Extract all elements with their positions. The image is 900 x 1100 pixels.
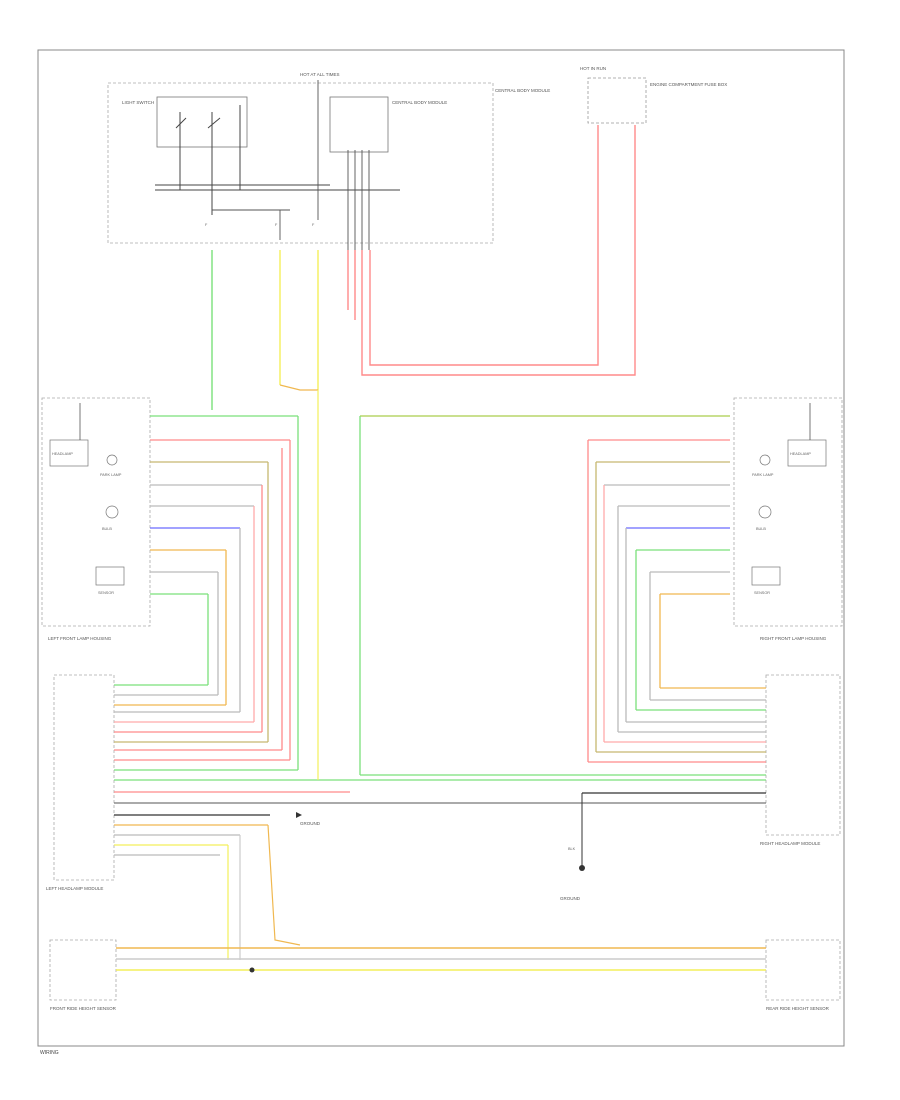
- label-left-front-housing: LEFT FRONT LAMP HOUSING: [48, 636, 112, 641]
- fuse-label-2: F: [275, 223, 278, 227]
- label-central-module: CENTRAL BODY MODULE: [392, 100, 447, 105]
- label-left-park: PARK LAMP: [100, 473, 122, 477]
- right-sensor: [751, 566, 781, 586]
- left-headlamp-module: [53, 674, 115, 881]
- label-right-front-housing: RIGHT FRONT LAMP HOUSING: [760, 636, 827, 641]
- label-blk: BLK: [568, 847, 576, 851]
- label-hot-at-all-times: HOT AT ALL TIMES: [300, 72, 340, 77]
- right-lamp-housing: [733, 397, 843, 627]
- left-park-lamp: [106, 454, 118, 466]
- central-module-outline: [107, 82, 494, 244]
- label-left-module: LEFT HEADLAMP MODULE: [46, 886, 103, 891]
- left-bulb: [105, 505, 119, 519]
- rear-ride-sensor-box: [765, 939, 841, 1001]
- diagram-frame: [37, 49, 845, 1047]
- left-lamp-housing: [41, 397, 151, 627]
- label-ground-center: GROUND: [560, 896, 581, 901]
- label-right-bulb: BULB: [756, 527, 766, 531]
- label-right-headlamp: HEADLAMP: [790, 452, 811, 456]
- label-light-switch: LIGHT SWITCH: [122, 100, 154, 105]
- fuse-box-right: [587, 77, 647, 124]
- fuse-label-3: F: [312, 223, 315, 227]
- label-rear-ride-sensor: REAR RIDE HEIGHT SENSOR: [766, 1006, 830, 1011]
- right-bulb: [758, 505, 772, 519]
- label-right-park: PARK LAMP: [752, 473, 774, 477]
- label-central-note: CENTRAL BODY MODULE: [495, 88, 550, 93]
- right-headlamp: [787, 439, 827, 467]
- label-front-ride-sensor: FRONT RIDE HEIGHT SENSOR: [50, 1006, 117, 1011]
- label-ground-left: GROUND: [300, 821, 321, 826]
- right-park-lamp: [759, 454, 771, 466]
- left-headlamp: [49, 439, 89, 467]
- label-left-sensor: SENSOR: [98, 591, 114, 595]
- ground-center-symbol: [579, 865, 585, 871]
- central-body-module-box: [329, 96, 389, 153]
- label-left-bulb: BULB: [102, 527, 112, 531]
- fuse-label-1: F: [205, 223, 208, 227]
- front-ride-sensor-box: [49, 939, 117, 1001]
- label-engine-fuse-box: ENGINE COMPARTMENT FUSE BOX: [650, 82, 727, 87]
- label-hot-in-run: HOT IN RUN: [580, 66, 606, 71]
- label-right-module: RIGHT HEADLAMP MODULE: [760, 841, 820, 846]
- left-sensor: [95, 566, 125, 586]
- right-headlamp-module: [765, 674, 841, 836]
- light-switch-box: [156, 96, 248, 148]
- label-left-headlamp: HEADLAMP: [52, 452, 73, 456]
- label-right-sensor: SENSOR: [754, 591, 770, 595]
- footer-label: WIRING: [40, 1050, 59, 1056]
